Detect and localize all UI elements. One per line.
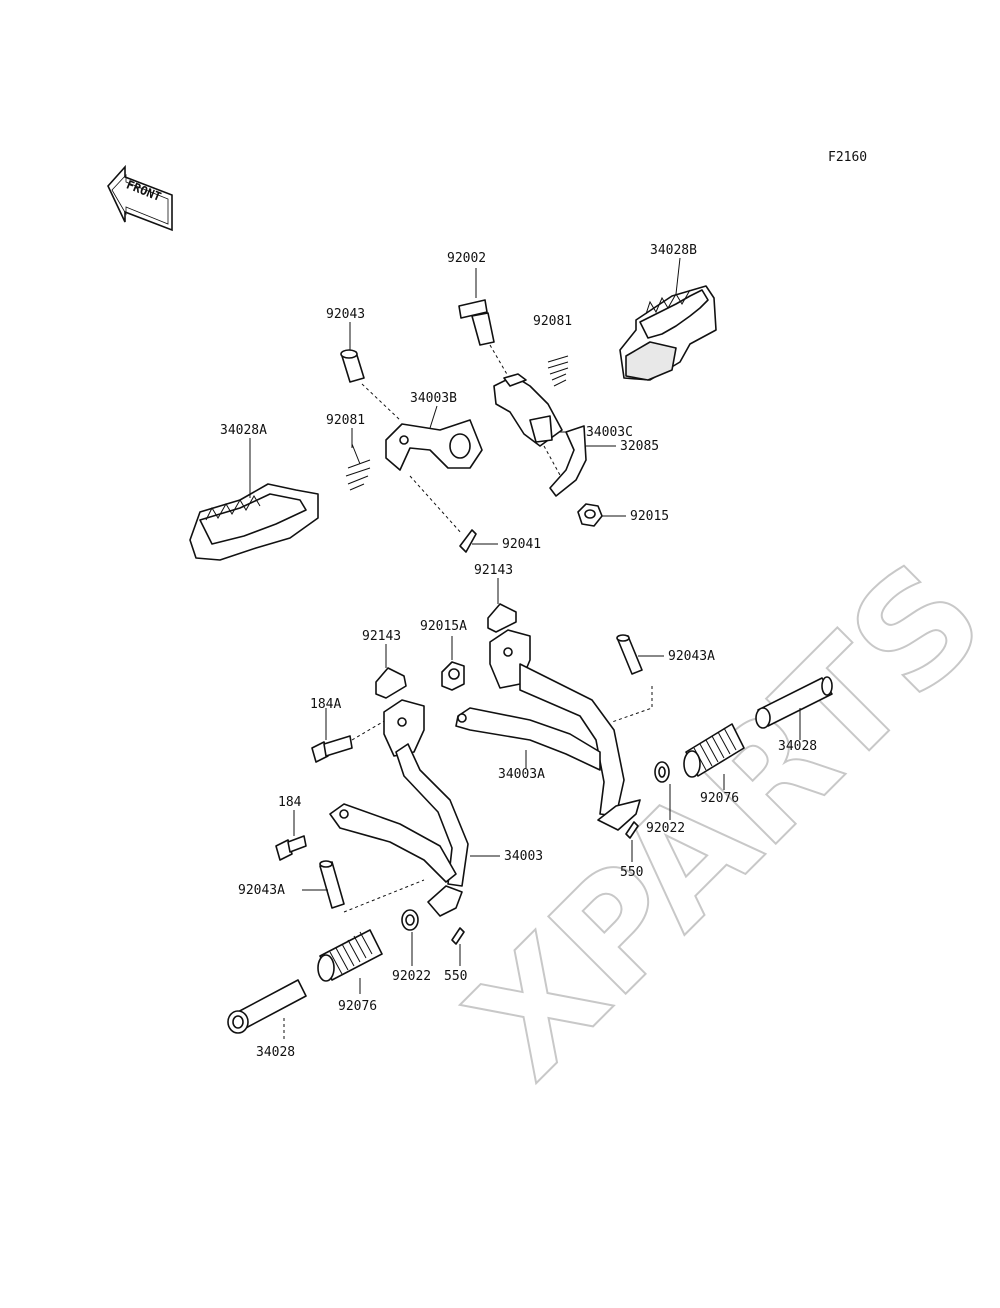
part-label-92022-right: 92022 [646, 821, 685, 836]
bracket-34003B [385, 419, 483, 471]
spring-92081-top [547, 355, 569, 387]
cotter-pin-550-left [451, 927, 465, 945]
part-label-92015A: 92015A [420, 619, 467, 634]
bolt-92002 [458, 299, 509, 377]
bracket-34003C [493, 373, 567, 487]
part-label-92015: 92015 [630, 509, 669, 524]
part-label-550-left: 550 [444, 969, 467, 984]
part-label-550-right: 550 [620, 865, 643, 880]
pin-92043A-right [611, 634, 653, 723]
part-label-34028-right: 34028 [778, 739, 817, 754]
washer-92022-right [654, 761, 670, 783]
rubber-92076-left [317, 929, 383, 982]
part-label-92043A-right: 92043A [668, 649, 715, 664]
rubber-92076-right [683, 723, 745, 778]
part-label-34003: 34003 [504, 849, 543, 864]
nut-92015 [577, 503, 603, 527]
part-label-92002: 92002 [447, 251, 486, 266]
part-label-92043A-left: 92043A [238, 883, 285, 898]
part-label-34003B: 34003B [410, 391, 457, 406]
footpeg-34028-right [755, 676, 833, 729]
spring-92081-left [345, 443, 371, 491]
stop-32085 [549, 425, 587, 497]
part-label-92143-left: 92143 [362, 629, 401, 644]
part-label-32085: 32085 [620, 439, 659, 454]
part-label-34003A: 34003A [498, 767, 545, 782]
bracket-34003A [455, 629, 641, 831]
pin-92043 [340, 349, 401, 421]
bracket-34003 [329, 699, 469, 917]
footpeg-34028B [619, 285, 717, 381]
part-label-184A: 184A [310, 697, 341, 712]
pin-92043A-left [319, 860, 425, 913]
footpeg-34028A [189, 483, 319, 561]
bolt-184A [311, 719, 387, 763]
part-label-92076-left: 92076 [338, 999, 377, 1014]
part-label-92081-left: 92081 [326, 413, 365, 428]
figure-code: F2160 [828, 150, 867, 165]
part-label-184: 184 [278, 795, 302, 810]
part-label-92041: 92041 [502, 537, 541, 552]
cotter-pin-92041 [409, 475, 477, 553]
part-label-92043: 92043 [326, 307, 365, 322]
part-label-92143-top: 92143 [474, 563, 513, 578]
part-label-92081-top: 92081 [533, 314, 572, 329]
watermark-text: XPARTS [437, 530, 1000, 1111]
part-label-34028A: 34028A [220, 423, 267, 438]
part-label-34028B: 34028B [650, 243, 697, 258]
part-label-34003C: 34003C [586, 425, 633, 440]
cotter-pin-550-right [625, 821, 639, 839]
part-label-92076-right: 92076 [700, 791, 739, 806]
part-label-34028-left: 34028 [256, 1045, 295, 1060]
front-direction-arrow: FRONT [107, 164, 173, 232]
clip-92143-top [487, 603, 517, 633]
clip-92143-left [375, 667, 407, 699]
part-label-92022-left: 92022 [392, 969, 431, 984]
footpeg-34028-left [227, 979, 307, 1040]
washer-92022-left [401, 909, 419, 931]
collar-92015A [441, 661, 465, 691]
bolt-184 [275, 835, 307, 861]
